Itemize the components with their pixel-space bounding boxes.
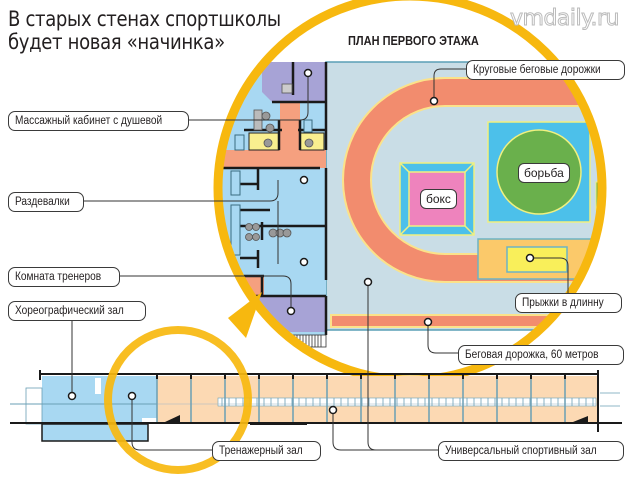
callout-universal-hall: Универсальный спортивный зал (438, 441, 625, 461)
column-cap (360, 374, 362, 379)
column-cap (224, 374, 226, 379)
column-cap (496, 374, 498, 379)
column-cap (258, 374, 260, 379)
column-cap (394, 374, 396, 379)
circular-track (344, 79, 602, 281)
column-cap (326, 374, 328, 379)
label-wrestling: борьба (518, 163, 570, 183)
location-markers (67, 68, 535, 415)
magnifier-pointer (228, 292, 262, 338)
small-magnifier-ring (104, 326, 252, 474)
wrestling-mat (487, 121, 591, 223)
section-drawing (10, 370, 622, 442)
long-jump-area (477, 238, 602, 280)
callout-long-jump: Прыжки в длинну (515, 293, 622, 313)
headline-line-1: В старых стенах спортшколы (8, 7, 281, 31)
callout-circular-tracks: Круговые беговые дорожки (466, 60, 626, 80)
leader-lines (71, 68, 569, 451)
lockers (230, 119, 313, 256)
walls (222, 62, 328, 335)
column-cap (428, 374, 430, 379)
column-cap (190, 374, 192, 379)
callout-massage-room: Массажный кабинет с душевой (8, 111, 190, 131)
column-cap (462, 374, 464, 379)
column-cap (530, 374, 532, 379)
callout-locker-rooms: Раздевалки (8, 192, 85, 212)
plan-title: ПЛАН ПЕРВОГО ЭТАЖА (348, 34, 479, 48)
label-boxing: бокс (420, 189, 457, 209)
callout-gym: Тренажерный зал (212, 441, 322, 461)
callout-sprint-track: Беговая дорожка, 60 метров (458, 345, 624, 365)
section-columns (156, 374, 566, 422)
corridor (280, 102, 300, 162)
watermark: vmdaily.ru (510, 6, 621, 32)
sprint-track (332, 316, 602, 326)
column-cap (156, 374, 158, 379)
headline-line-2: будет новая «начинка» (8, 30, 225, 54)
column-cap (292, 374, 294, 379)
window-mullions (221, 398, 594, 406)
column-cap (564, 374, 566, 379)
callout-coaches-room: Комната тренеров (8, 267, 120, 287)
callout-choreography-hall: Хореографический зал (8, 301, 146, 321)
headline: В старых стенах спортшколы будет новая «… (8, 8, 281, 54)
